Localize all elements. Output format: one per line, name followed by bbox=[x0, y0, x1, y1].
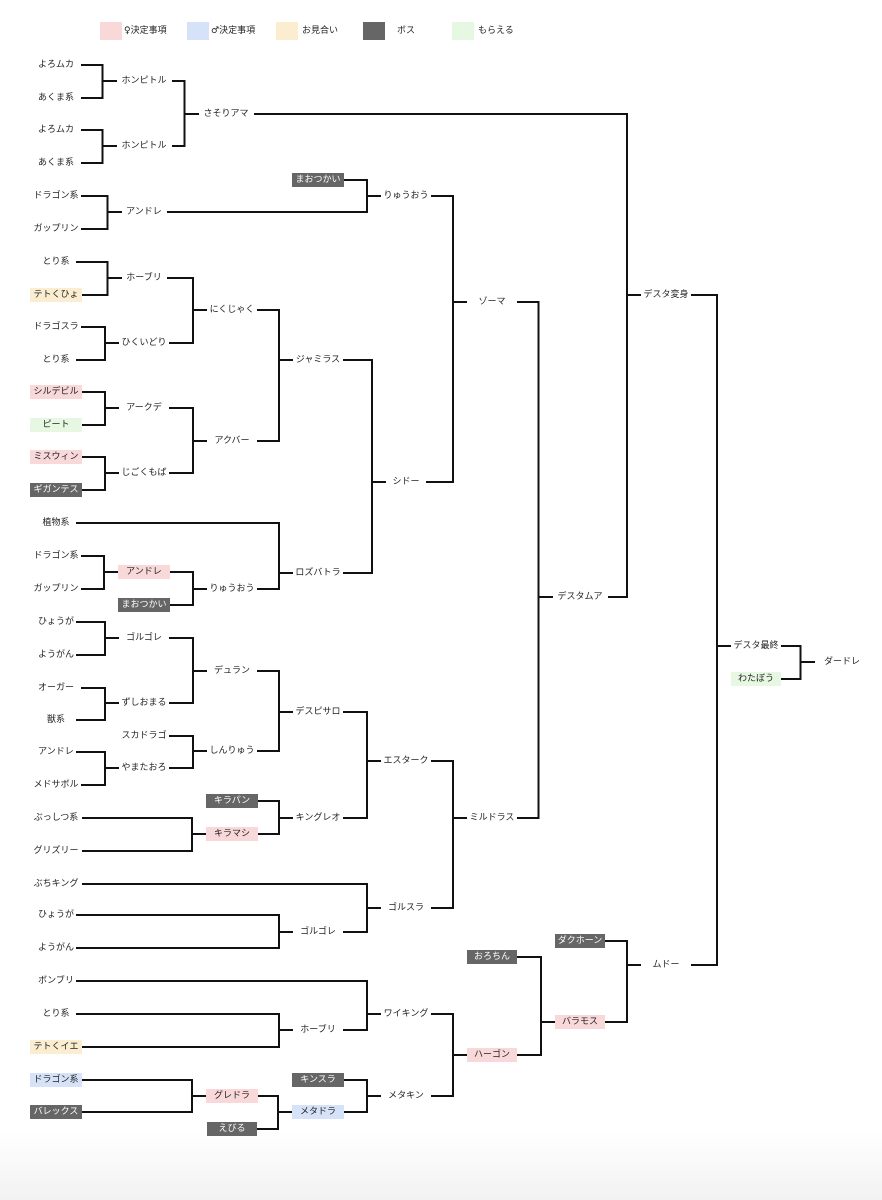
bracket-node: アンドレ bbox=[118, 565, 170, 579]
bracket-leaf: シルデビル bbox=[30, 385, 82, 399]
bracket-leaf: あくま系 bbox=[31, 156, 81, 170]
bracket-node: しんりゅう bbox=[207, 744, 257, 758]
bracket-node: ずしおまる bbox=[119, 696, 169, 710]
bracket-leaf: ガップリン bbox=[31, 582, 81, 596]
bracket-leaf: とり系 bbox=[36, 1007, 76, 1021]
bracket-node: やまたおろ bbox=[119, 761, 169, 775]
bracket-leaf: メドサボル bbox=[31, 778, 81, 792]
bracket-node: デスタムア bbox=[552, 590, 608, 604]
bracket-node: ジャミラス bbox=[293, 353, 343, 367]
bracket-leaf: えびる bbox=[207, 1122, 257, 1136]
bracket-leaf: ミスウィン bbox=[30, 450, 82, 464]
bracket-node: ホーブリ bbox=[293, 1023, 343, 1037]
bracket-leaf: ドラゴン系 bbox=[31, 189, 81, 203]
bracket-leaf: ギガンテス bbox=[30, 483, 82, 497]
bracket-leaf: とり系 bbox=[36, 255, 76, 269]
bracket-node: アンドレ bbox=[121, 205, 167, 219]
bracket-leaf: 獣系 bbox=[36, 713, 76, 727]
legend-label-gift: もらえる bbox=[478, 26, 514, 36]
bracket-leaf: アンドレ bbox=[36, 745, 76, 759]
bracket-leaf: オーガー bbox=[31, 681, 81, 695]
bracket-node: ゴルゴレ bbox=[119, 631, 169, 645]
legend-swatch-gift bbox=[452, 22, 474, 40]
bracket-leaf: キンスラ bbox=[292, 1073, 344, 1087]
bracket-leaf: よろムカ bbox=[31, 58, 81, 72]
bracket-leaf: とり系 bbox=[36, 353, 76, 367]
bracket-node: グレドラ bbox=[206, 1089, 258, 1103]
bracket-leaf: ドラゴン系 bbox=[30, 1073, 82, 1087]
legend-swatch-male bbox=[187, 22, 209, 40]
legend-label-date: お見合い bbox=[302, 26, 339, 36]
bracket-leaf: ひょうが bbox=[36, 908, 76, 922]
bracket-leaf: ぶっしつ系 bbox=[30, 811, 82, 825]
legend-label-male: ♂決定事項 bbox=[211, 26, 256, 36]
bracket-leaf: グリズリー bbox=[30, 844, 82, 858]
bracket-leaf: キラパン bbox=[206, 794, 258, 808]
legend-label-boss: ボス bbox=[397, 26, 416, 36]
bracket-node: デスタ変身 bbox=[641, 288, 691, 302]
bracket-node: アークデ bbox=[119, 401, 169, 415]
bracket-leaf: ドラゴン系 bbox=[31, 549, 81, 563]
legend: ♀決定事項 ♂決定事項 お見合い ボス もらえる bbox=[0, 0, 882, 60]
bracket-node: ロズバトラ bbox=[293, 566, 343, 580]
bracket-node: ホンピトル bbox=[116, 139, 172, 153]
bracket-leaf: ガップリン bbox=[31, 222, 81, 236]
bracket-node: ゴルスラ bbox=[381, 901, 431, 915]
bracket-node: バラモス bbox=[555, 1015, 605, 1029]
bracket-leaf: ひょうが bbox=[36, 615, 76, 629]
bracket-leaf: ピート bbox=[30, 418, 82, 432]
bracket-node: シドー bbox=[386, 475, 426, 489]
legend-swatch-boss bbox=[363, 22, 385, 40]
bracket-leaf: ようがん bbox=[36, 941, 76, 955]
bracket-node: ゾーマ bbox=[467, 295, 517, 309]
bracket-leaf: ダクホーン bbox=[555, 934, 605, 948]
bracket-node: エスターク bbox=[381, 754, 431, 768]
bracket-leaf: あくま系 bbox=[31, 91, 81, 105]
bracket-node: キングレオ bbox=[293, 811, 343, 825]
legend-swatch-date bbox=[276, 22, 298, 40]
bracket-node: りゅうおう bbox=[207, 582, 257, 596]
legend-label-female: ♀決定事項 bbox=[124, 26, 167, 36]
bracket-leaf: ようがん bbox=[36, 648, 76, 662]
bracket-leaf: わたぼう bbox=[731, 672, 781, 686]
legend-swatch-female bbox=[100, 22, 122, 40]
bracket-leaf: ぶちキング bbox=[30, 877, 82, 891]
bracket-leaf: テトくひょ bbox=[30, 288, 82, 302]
bracket-node: メタキン bbox=[381, 1089, 431, 1103]
bracket-leaf: スカドラゴ bbox=[119, 729, 169, 743]
bracket-node: デュラン bbox=[207, 664, 257, 678]
bracket-node: キラマシ bbox=[206, 827, 258, 841]
bracket-node: ホーブリ bbox=[121, 271, 167, 285]
bracket-leaf: 植物系 bbox=[36, 516, 76, 530]
bracket-node: ワイキング bbox=[381, 1007, 431, 1021]
bracket-node: デスピサロ bbox=[293, 705, 343, 719]
bracket-leaf: ボンブリ bbox=[36, 974, 76, 988]
bracket-node: さそりアマ bbox=[198, 107, 254, 121]
bracket-node: メタドラ bbox=[292, 1105, 344, 1119]
bracket-leaf: バレックス bbox=[30, 1105, 82, 1119]
bracket-node: にくじゃく bbox=[207, 303, 257, 317]
bracket-node: ゴルゴレ bbox=[293, 925, 343, 939]
bracket-root: ダードレ bbox=[814, 655, 870, 669]
bracket-node: ムドー bbox=[641, 958, 691, 972]
bracket-leaf: テトくイエ bbox=[30, 1040, 82, 1054]
bracket-node: デスタ最終 bbox=[731, 639, 781, 653]
bracket-node: ホンピトル bbox=[116, 74, 172, 88]
bracket-leaf: ドラゴスラ bbox=[31, 320, 81, 334]
bracket-node: ひくいどり bbox=[119, 336, 169, 350]
bracket-leaf: よろムカ bbox=[31, 123, 81, 137]
bracket-node: りゅうおう bbox=[381, 189, 431, 203]
bracket-node: ハーゴン bbox=[467, 1048, 517, 1062]
bracket-leaf: まおつかい bbox=[118, 598, 170, 612]
bracket-node: じごくもば bbox=[119, 466, 169, 480]
bracket-leaf: まおつかい bbox=[292, 173, 344, 187]
bracket-node: アクバー bbox=[207, 434, 257, 448]
bracket-node: ミルドラス bbox=[467, 811, 517, 825]
bracket-leaf: おろちん bbox=[467, 950, 517, 964]
